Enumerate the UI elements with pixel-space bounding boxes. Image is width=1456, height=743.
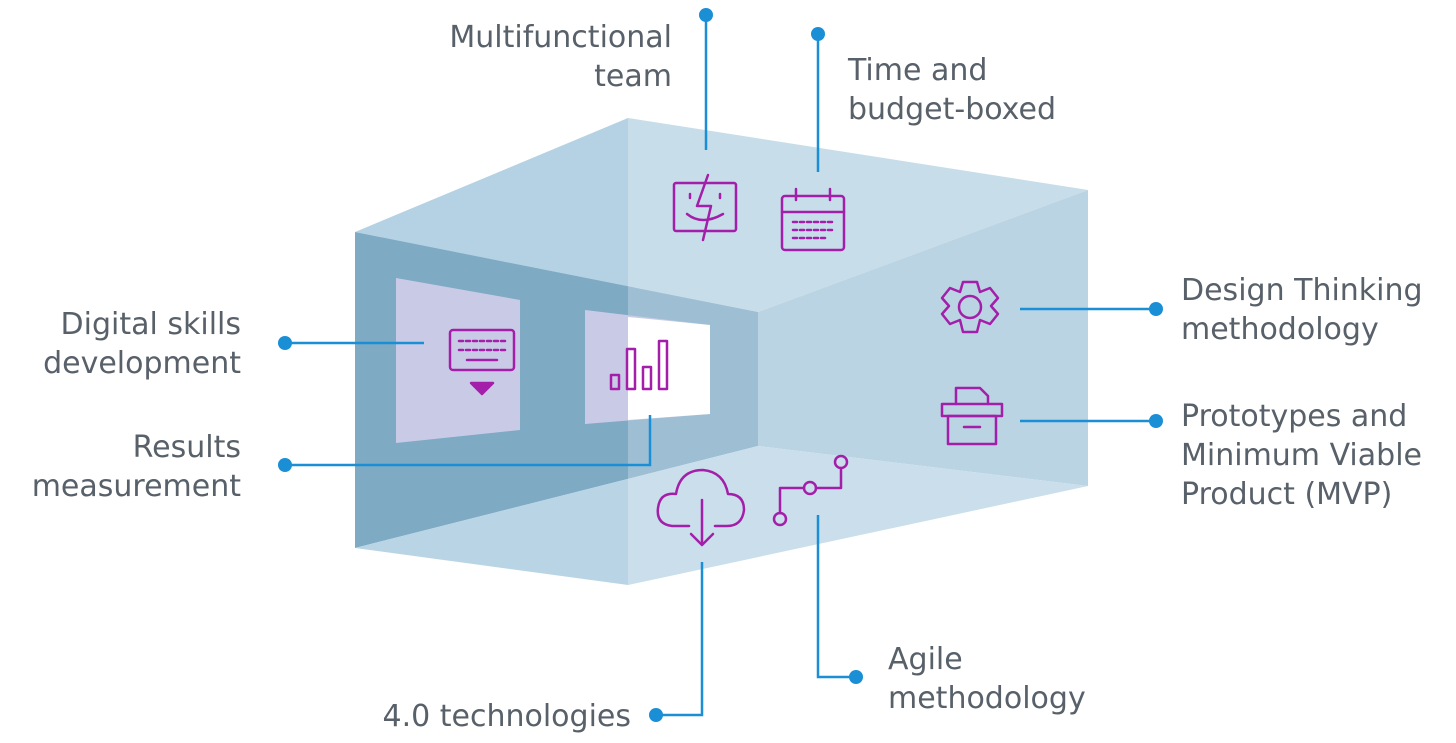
open-box	[355, 118, 1088, 585]
dot-design-thinking	[1149, 302, 1163, 316]
dot-prototypes	[1149, 414, 1163, 428]
circuit-path-icon	[772, 454, 849, 527]
label-line: development	[43, 346, 241, 381]
keyboard-icon	[448, 328, 516, 396]
dot-multifunctional-team	[699, 8, 713, 22]
connector-agile	[816, 515, 856, 679]
connectors	[285, 15, 1156, 717]
screen-panel-left	[396, 278, 520, 443]
screen-panel-middle-highlight	[628, 317, 710, 420]
dot-time-budget	[811, 27, 825, 41]
label-line: Minimum Viable	[1181, 438, 1422, 473]
label-line: Product (MVP)	[1181, 477, 1393, 512]
label-design-thinking: Design Thinking methodology	[1181, 271, 1423, 349]
bar-chart-icon	[609, 339, 669, 391]
label-line: Agile	[888, 642, 963, 677]
finder-face-icon	[672, 173, 738, 242]
dot-digital-skills	[278, 336, 292, 350]
label-line: Multifunctional	[449, 20, 672, 55]
box-right-wall	[758, 190, 1088, 486]
label-line: Time and	[848, 53, 988, 88]
gear-icon	[940, 280, 1000, 334]
connector-results	[285, 415, 652, 467]
archive-box-icon	[940, 386, 1004, 446]
label-line: methodology	[1181, 312, 1379, 347]
label-line: team	[594, 59, 672, 94]
label-technologies: 4.0 technologies	[383, 697, 632, 736]
label-line: 4.0 technologies	[382, 699, 632, 734]
label-line: budget-boxed	[848, 92, 1056, 127]
label-line: Results	[132, 430, 241, 465]
label-multifunctional-team: Multifunctional team	[449, 18, 672, 96]
connector-technologies	[656, 562, 704, 717]
dot-agile	[849, 670, 863, 684]
label-line: Digital skills	[60, 307, 241, 342]
connector-dots	[278, 8, 1163, 722]
label-digital-skills: Digital skills development	[43, 305, 241, 383]
cloud-download-icon	[656, 468, 746, 547]
label-line: Design Thinking	[1181, 273, 1423, 308]
label-line: methodology	[888, 681, 1086, 716]
dot-results	[278, 458, 292, 472]
label-agile: Agile methodology	[888, 640, 1086, 718]
box-front-glass	[628, 118, 1088, 585]
label-line: Prototypes and	[1181, 399, 1408, 434]
label-prototypes-mvp: Prototypes and Minimum Viable Product (M…	[1181, 397, 1422, 514]
calendar-icon	[780, 187, 846, 252]
label-line: measurement	[31, 469, 241, 504]
label-time-budget: Time and budget-boxed	[848, 51, 1056, 129]
dot-technologies	[649, 708, 663, 722]
box-floor	[355, 446, 1088, 585]
label-results-measurement: Results measurement	[32, 428, 241, 506]
icons	[448, 173, 1004, 547]
